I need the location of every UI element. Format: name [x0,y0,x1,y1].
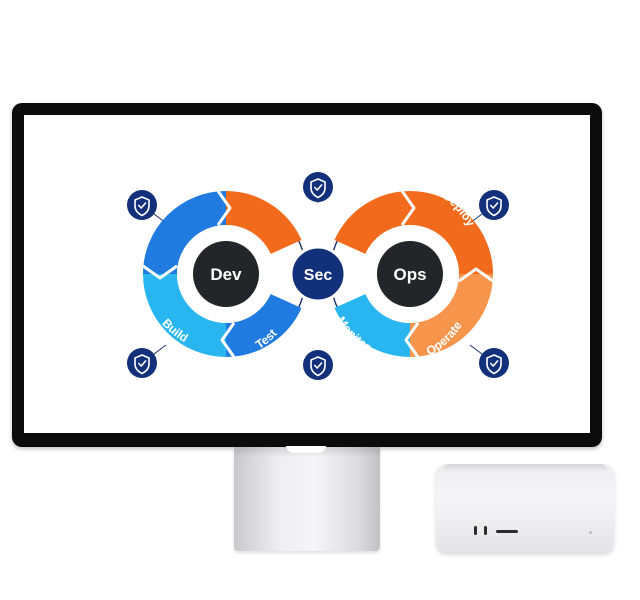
arrow-separators [142,190,494,358]
ops-label: Ops [393,265,426,284]
ops-loop [334,191,493,357]
monitor-screen: Code Plan Build Test Release Deploy Moni… [24,115,590,433]
usb-c-port [484,526,487,535]
monitor: Code Plan Build Test Release Deploy Moni… [12,103,602,447]
shield-badge-top-right [479,190,509,220]
sec-label: Sec [304,267,333,284]
ops-circle [377,241,443,307]
stand-cable-cutout [286,446,326,454]
usb-c-port [474,526,477,535]
shield-badge-bottom-center [303,350,333,380]
shield-badge-bottom-right [479,348,509,378]
dev-loop [143,191,302,357]
stage-plan: Plan [261,179,291,204]
center-labels: Dev Sec Ops [210,265,426,284]
devsecops-infinity-diagram: Code Plan Build Test Release Deploy Moni… [127,172,509,380]
power-indicator-light [589,531,592,534]
sec-circle [289,245,347,303]
monitor-stand [234,446,380,551]
sd-card-slot [496,530,518,533]
shield-badge-bottom-left [127,348,157,378]
dev-circle [193,241,259,307]
mac-studio-computer [436,464,614,552]
shield-badge-top-center [303,172,333,202]
dev-label: Dev [210,265,242,284]
shield-badge-top-left [127,190,157,220]
